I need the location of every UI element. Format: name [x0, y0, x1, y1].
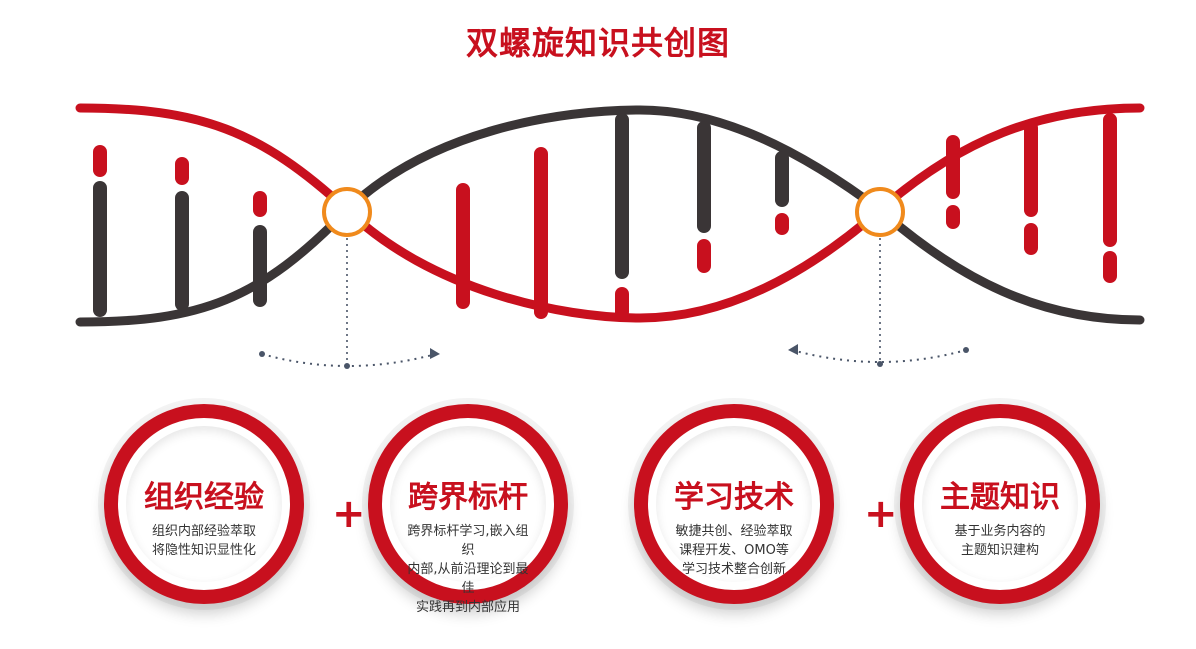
pillar-description: 组织内部经验萃取 将隐性知识显性化 — [151, 524, 256, 558]
pillar-description: 基于业务内容的 主题知识建构 — [954, 524, 1046, 558]
pillar-heading: 组织经验 — [144, 480, 264, 515]
arc-dot — [877, 361, 883, 367]
dotted-arc-left — [261, 353, 437, 367]
crossover-node-left — [322, 187, 372, 237]
plus-sign: + — [864, 491, 898, 537]
arc-dot — [963, 347, 969, 353]
page-title: 双螺旋知识共创图 — [465, 24, 730, 62]
pillar-heading: 学习技术 — [674, 480, 794, 515]
pillar-heading: 跨界标杆 — [408, 480, 528, 515]
arc-dot — [259, 351, 265, 357]
pillar-description: 跨界标杆学习,嵌入组织 内部,从前沿理论到最佳 实践再到内部应用 — [407, 524, 529, 615]
pillar-card-cross-benchmark: 跨界标杆 跨界标杆学习,嵌入组织 内部,从前沿理论到最佳 实践再到内部应用 — [368, 404, 568, 615]
arc-dot — [344, 363, 350, 369]
pillar-description: 敏捷共创、经验萃取 课程开发、OMO等 学习技术整合创新 — [675, 524, 793, 577]
pillar-card-organization-experience: 组织经验 组织内部经验萃取 将隐性知识显性化 — [104, 404, 304, 604]
plus-sign: + — [332, 491, 366, 537]
dark-strand — [75, 105, 1145, 327]
pillar-card-topic-knowledge: 主题知识 基于业务内容的 主题知识建构 — [900, 404, 1100, 604]
arrowhead-left — [788, 344, 798, 355]
red-strand — [75, 103, 1145, 323]
arrowhead-right — [430, 348, 440, 359]
crossover-node-right — [855, 187, 905, 237]
dotted-arc-right — [791, 349, 967, 363]
pillar-card-learning-technology: 学习技术 敏捷共创、经验萃取 课程开发、OMO等 学习技术整合创新 — [634, 404, 834, 604]
helix-rungs — [93, 113, 1117, 319]
pillar-heading: 主题知识 — [940, 480, 1060, 515]
